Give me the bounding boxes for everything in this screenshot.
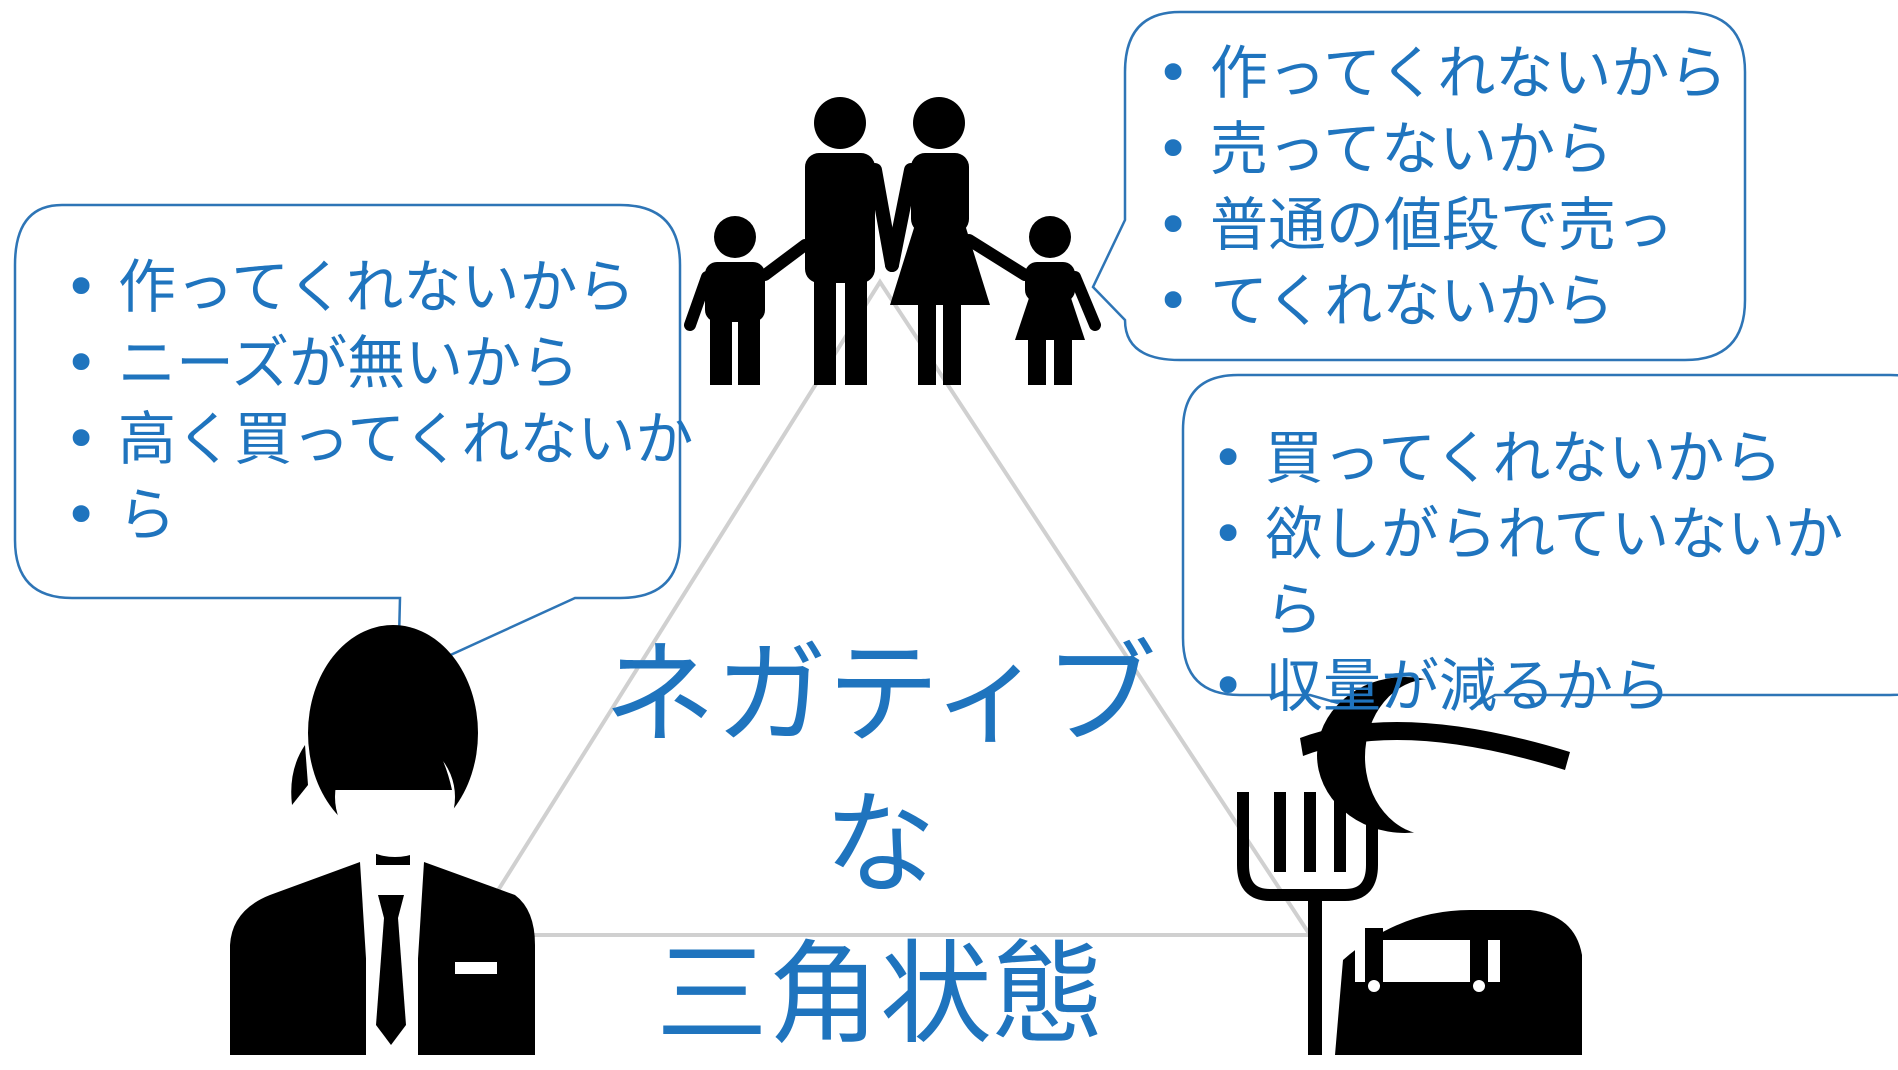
callout-item: 買ってくれないから — [1165, 420, 1898, 496]
title-line-2: 三角状態 — [656, 930, 1104, 1060]
callout-list-consumer: 作ってくれないから 売ってないから 普通の値段で売っ てくれないから — [1110, 35, 1727, 339]
callout-item: 売ってないから — [1110, 111, 1727, 187]
callout-list-farmer: 買ってくれないから 欲しがられていないから 収量が減るから — [1165, 420, 1898, 724]
callout-list-retailer: 作ってくれないから ニーズが無いから 高く買ってくれないか ら — [18, 249, 693, 553]
callout-item-continuation: てくれないから — [1110, 263, 1727, 339]
callout-item: 普通の値段で売っ — [1110, 187, 1727, 263]
family-icon — [684, 97, 1101, 385]
businessman-icon — [230, 625, 535, 1055]
callout-item: 作ってくれないから — [1110, 35, 1727, 111]
triangle-outline — [466, 278, 1314, 937]
callout-item-continuation: ら — [18, 477, 693, 553]
callout-item: 欲しがられていないから — [1165, 496, 1898, 648]
farmer-icon — [1237, 677, 1582, 1055]
callout-item: 収量が減るから — [1165, 648, 1898, 724]
diagram-title: ネガティブな 三角状態 — [570, 620, 1190, 1070]
callout-item: ニーズが無いから — [18, 325, 693, 401]
title-line-1: ネガティブな — [603, 630, 1157, 910]
callout-item: 作ってくれないから — [18, 249, 693, 325]
callout-item: 高く買ってくれないか — [18, 401, 693, 477]
